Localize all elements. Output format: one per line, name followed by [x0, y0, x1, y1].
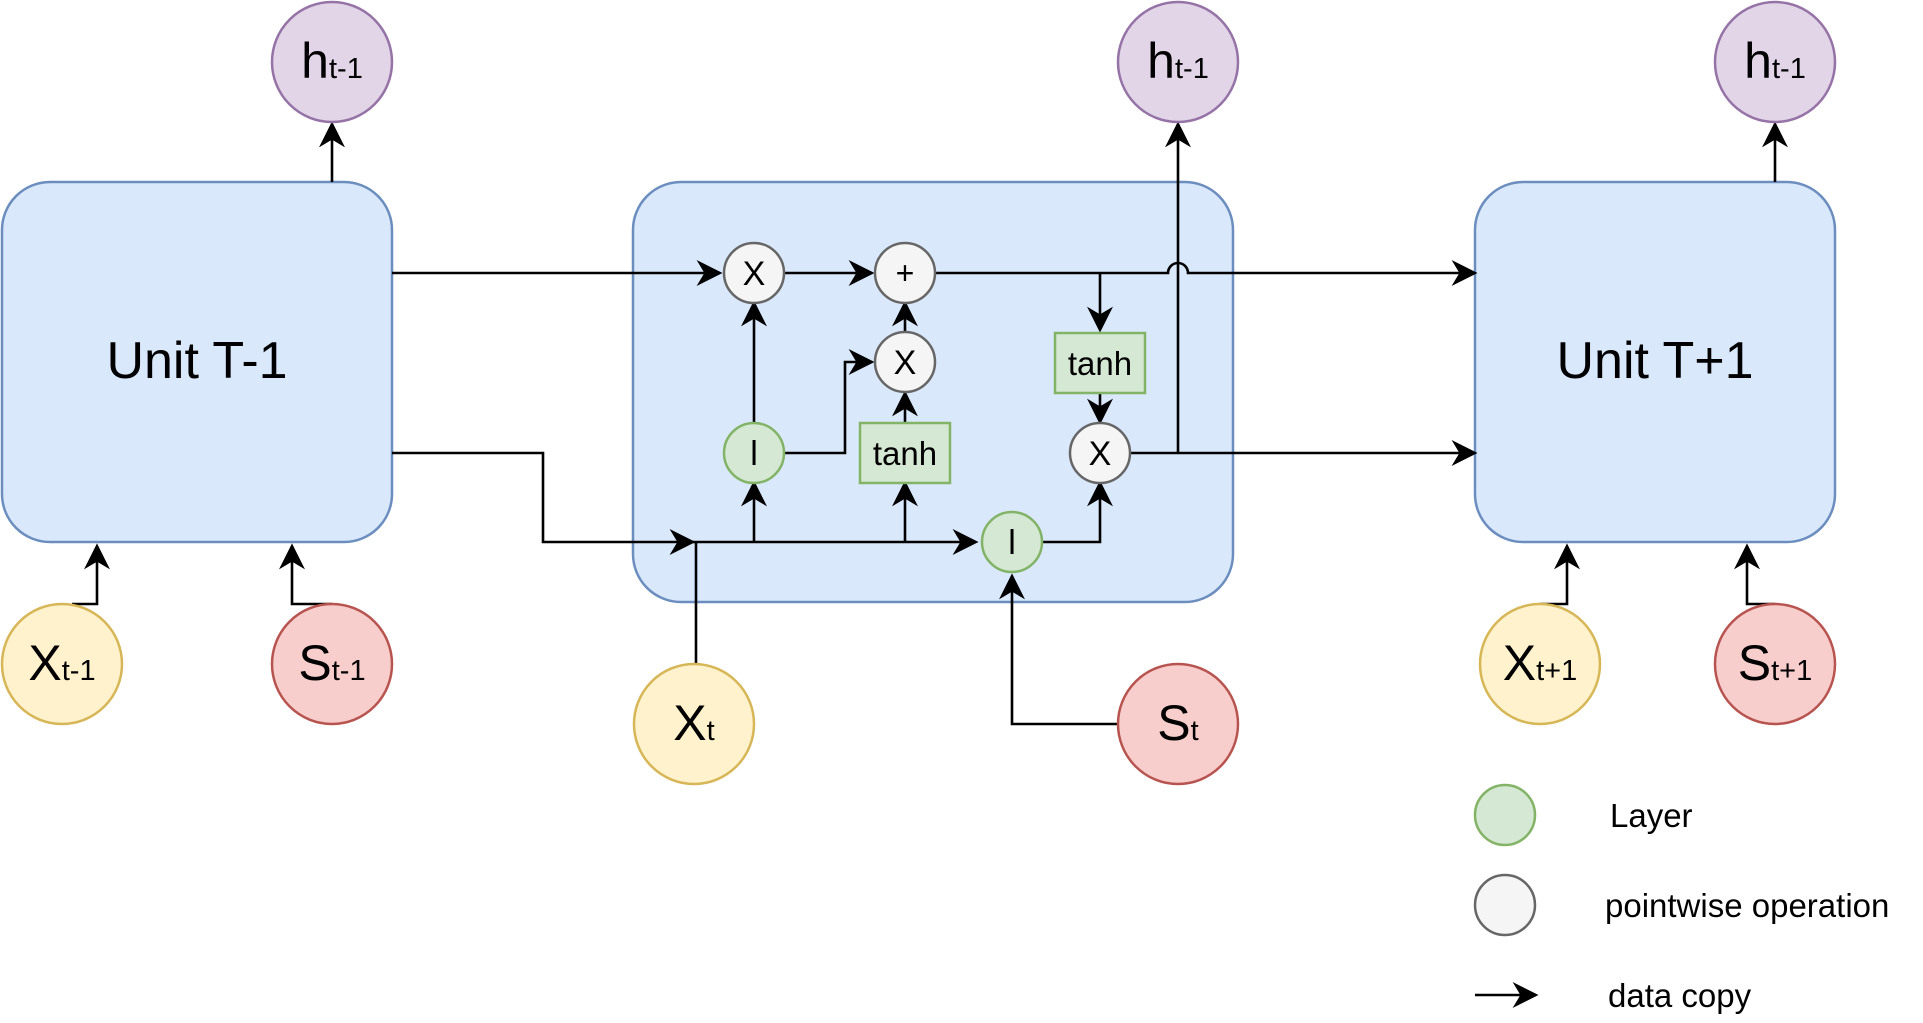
legend-pointwise-swatch — [1473, 873, 1537, 937]
node-x-prev-circle — [0, 602, 124, 726]
node-s-prev-text: St-1 — [298, 635, 365, 691]
node-x-next-sub: t+1 — [1536, 655, 1577, 687]
layer-right — [980, 510, 1044, 574]
edge-x-prev-to-unit — [72, 543, 110, 606]
node-h-cur-sub: t-1 — [1175, 53, 1209, 85]
legend-copy-label: data copy — [1608, 977, 1752, 1014]
connections — [72, 121, 1788, 726]
outer-nodes: ht-1 ht-1 ht-1 Xt-1 St-1 — [0, 0, 1837, 786]
node-s-cur-circle — [1116, 662, 1240, 786]
legend-layer-label: Layer — [1610, 797, 1693, 834]
legend: Layer pointwise operation data copy — [1473, 783, 1889, 1014]
tanh-right — [1053, 331, 1147, 395]
edge-layer-right-to-mult-out — [1042, 480, 1113, 544]
node-s-prev-main: S — [298, 635, 331, 691]
node-s-prev: St-1 — [270, 602, 394, 726]
node-x-prev-text: Xt-1 — [28, 635, 95, 691]
unit-prev: Unit T-1 — [0, 180, 394, 544]
tanh-right-label: tanh — [1068, 345, 1132, 382]
pointwise-mult-mid — [873, 330, 937, 394]
node-s-next-text: St+1 — [1738, 635, 1812, 691]
node-x-next-text: Xt+1 — [1503, 635, 1577, 691]
unit-next-label: Unit T+1 — [1556, 332, 1753, 390]
unit-next-box — [1473, 180, 1837, 544]
node-x-prev-main: X — [28, 635, 61, 691]
node-s-prev-sub: t-1 — [332, 655, 366, 687]
unit-prev-label: Unit T-1 — [106, 332, 287, 390]
node-x-cur-circle — [632, 662, 756, 786]
node-x-cur-text: Xt — [673, 695, 714, 751]
node-s-cur-sub: t — [1191, 715, 1199, 747]
edge-hidden-in — [392, 451, 696, 555]
node-h-prev-text: ht-1 — [301, 33, 363, 89]
cell-box — [631, 180, 1235, 604]
pointwise-mult-out-label: X — [1089, 435, 1112, 473]
node-x-prev: Xt-1 — [0, 602, 124, 726]
node-h-next-circle — [1713, 0, 1837, 124]
node-h-cur-main: h — [1147, 33, 1175, 89]
node-h-next-main: h — [1744, 33, 1772, 89]
node-x-cur: Xt — [632, 662, 756, 786]
node-s-prev-circle — [270, 602, 394, 726]
node-h-cur: ht-1 — [1116, 0, 1240, 124]
pointwise-mult-out — [1068, 421, 1132, 485]
node-s-next: St+1 — [1713, 602, 1837, 726]
node-h-prev-circle — [270, 0, 394, 124]
node-h-cur-circle — [1116, 0, 1240, 124]
edge-s-next-to-unit — [1734, 543, 1775, 606]
node-s-cur: St — [1116, 662, 1240, 786]
node-x-next-circle — [1478, 602, 1602, 726]
cell-components: X + X X l l tanh tanh — [722, 241, 1147, 574]
pointwise-mult-top-label: X — [743, 255, 766, 293]
pointwise-mult-mid-label: X — [894, 344, 917, 382]
edge-s-cur-to-layer-right — [999, 573, 1118, 726]
pointwise-mult-top — [722, 241, 786, 305]
pointwise-add — [873, 241, 937, 305]
pointwise-add-label: + — [896, 255, 915, 291]
tanh-left — [858, 421, 952, 485]
node-x-prev-sub: t-1 — [62, 655, 96, 687]
node-h-prev-sub: t-1 — [329, 53, 363, 85]
node-s-next-circle — [1713, 602, 1837, 726]
legend-layer-swatch — [1473, 783, 1537, 847]
edge-x-next-to-unit — [1540, 543, 1580, 606]
node-h-prev: ht-1 — [270, 0, 394, 124]
edge-layer-left-to-mult-mid — [784, 349, 875, 455]
node-h-next-sub: t-1 — [1772, 53, 1806, 85]
layer-right-label: l — [1008, 524, 1016, 562]
node-x-next: Xt+1 — [1478, 602, 1602, 726]
node-x-cur-main: X — [673, 695, 706, 751]
node-h-next: ht-1 — [1713, 0, 1837, 124]
node-h-next-text: ht-1 — [1744, 33, 1806, 89]
layer-left — [722, 421, 786, 485]
edge-s-prev-to-unit — [279, 543, 332, 606]
legend-pointwise-label: pointwise operation — [1605, 887, 1889, 924]
node-s-cur-text: St — [1157, 695, 1198, 751]
node-x-next-main: X — [1503, 635, 1536, 691]
node-s-cur-main: S — [1157, 695, 1190, 751]
node-s-next-main: S — [1738, 635, 1771, 691]
unit-next: Unit T+1 — [1473, 180, 1837, 544]
node-h-prev-main: h — [301, 33, 329, 89]
node-x-cur-sub: t — [707, 715, 715, 747]
node-s-next-sub: t+1 — [1771, 655, 1812, 687]
unit-prev-box — [0, 180, 394, 544]
tanh-left-label: tanh — [873, 435, 937, 472]
node-h-cur-text: ht-1 — [1147, 33, 1209, 89]
layer-left-label: l — [750, 435, 758, 473]
